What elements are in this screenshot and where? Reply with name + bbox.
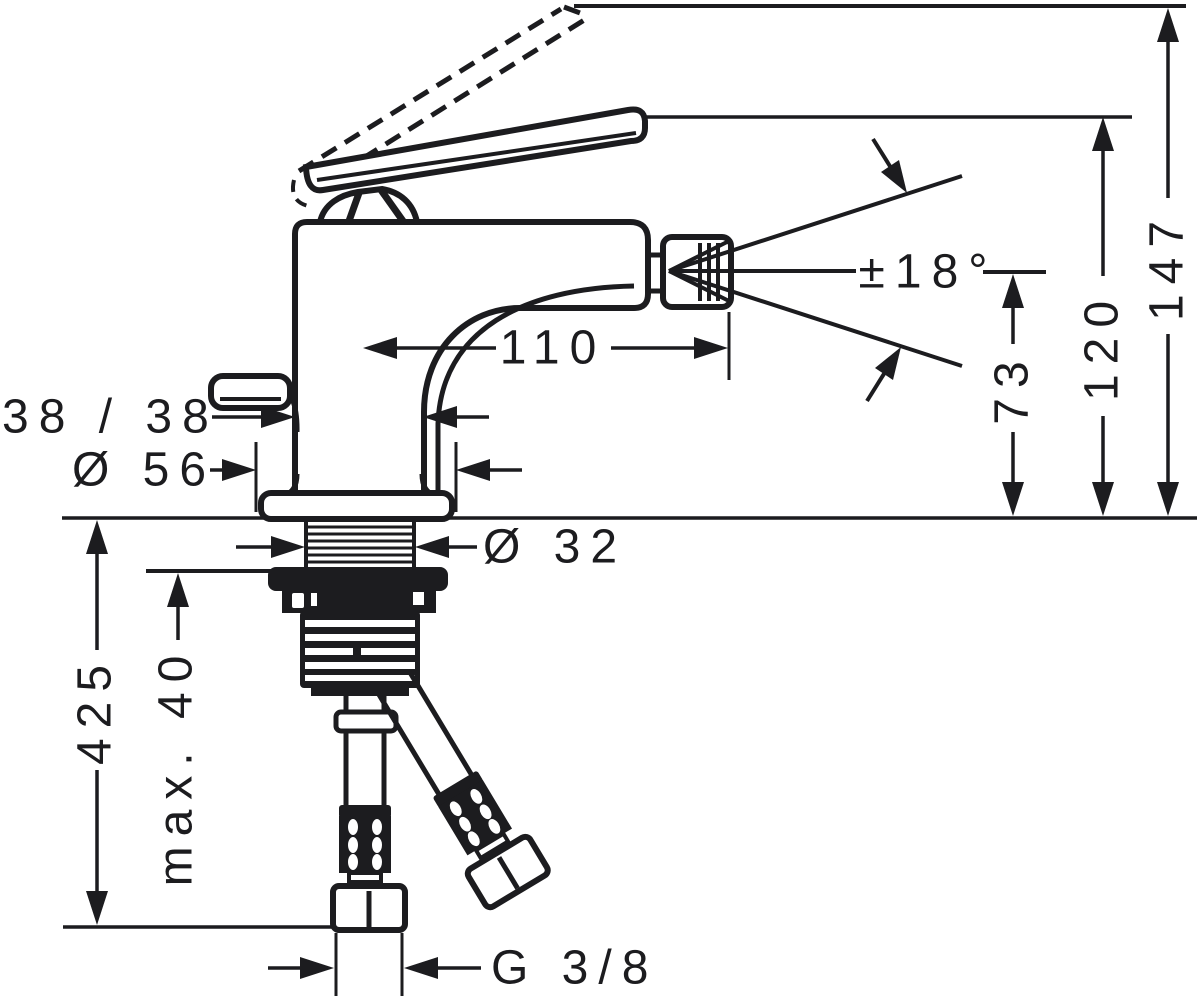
arrowhead-right-icon xyxy=(694,337,728,359)
arrowhead-down-icon xyxy=(1002,482,1024,516)
reference-lines xyxy=(62,4,1197,996)
supply-hose-straight xyxy=(330,805,408,933)
body-size-label: 38 / 38 xyxy=(2,391,219,444)
spray-angle-label: ±18° xyxy=(859,246,998,299)
escutcheon-base xyxy=(258,490,455,522)
faucet-above-counter xyxy=(208,4,963,522)
arrowhead-right-icon xyxy=(300,957,334,979)
dimension-110: 110 xyxy=(363,322,728,375)
arrowhead-right-icon xyxy=(271,536,305,558)
spray-fan-lines xyxy=(668,174,963,368)
base-diameter-label: Ø 56 xyxy=(72,444,216,497)
spout-inner-contour-line xyxy=(435,283,635,491)
lever-handle xyxy=(302,106,648,194)
arrowhead-right-icon xyxy=(222,459,256,481)
total-height-label: 147 xyxy=(1141,211,1194,321)
threaded-shank xyxy=(304,519,416,570)
arrowhead-left-icon xyxy=(404,957,438,979)
dimension-425: 425 xyxy=(69,520,122,925)
hose-length-label: 425 xyxy=(69,655,122,765)
max-mounting-thickness-label: max. 40 xyxy=(150,646,203,887)
dimension-dia-56: Ø 56 xyxy=(72,444,522,497)
arrowhead-down-icon xyxy=(1092,482,1114,516)
arrowhead-angle-upper-icon xyxy=(881,160,907,193)
arrowhead-left-icon xyxy=(415,536,449,558)
dimension-147: 147 xyxy=(1141,8,1194,516)
outlet-height-label: 73 xyxy=(986,351,1039,424)
mounting-parts-below-counter xyxy=(268,519,551,933)
handle-height-label: 120 xyxy=(1076,291,1129,401)
arrowhead-left-icon xyxy=(423,406,457,428)
arrowhead-down-icon xyxy=(1157,482,1179,516)
lever-handle-edge-line xyxy=(316,131,637,182)
arrowhead-up-icon xyxy=(1002,274,1024,308)
lever-strut-right xyxy=(378,187,406,224)
arrowhead-up-icon xyxy=(167,573,189,607)
pull-knob xyxy=(208,373,293,411)
washer-and-mounting-nut xyxy=(268,567,448,696)
arrowhead-left-icon xyxy=(363,337,397,359)
dimension-max-40: max. 40 xyxy=(150,573,203,886)
shank-diameter-label: Ø 32 xyxy=(483,521,627,574)
connection-thread-label: G 3/8 xyxy=(491,942,658,995)
dimension-38-38: 38 / 38 xyxy=(2,391,489,444)
supply-hose-angled xyxy=(374,669,551,911)
arrowhead-angle-lower-icon xyxy=(875,347,901,380)
arrowhead-down-icon xyxy=(86,891,108,925)
cartridge-dome xyxy=(316,185,421,225)
dimension-spray-angle: ±18° xyxy=(859,137,998,403)
arrowhead-right-icon xyxy=(261,406,295,428)
dimension-73: 73 xyxy=(986,274,1039,516)
arrowhead-up-icon xyxy=(1157,8,1179,42)
arrowhead-up-icon xyxy=(1092,117,1114,151)
arrowhead-left-icon xyxy=(456,459,490,481)
dimension-g-38: G 3/8 xyxy=(268,942,658,995)
dimension-dia-32: Ø 32 xyxy=(236,521,627,574)
handle-raised-dashed-outline xyxy=(291,4,591,208)
spout-reach-label: 110 xyxy=(500,322,607,375)
dimension-120: 120 xyxy=(1076,117,1129,516)
lever-strut-left xyxy=(345,191,363,223)
arrowhead-up-icon xyxy=(86,520,108,554)
